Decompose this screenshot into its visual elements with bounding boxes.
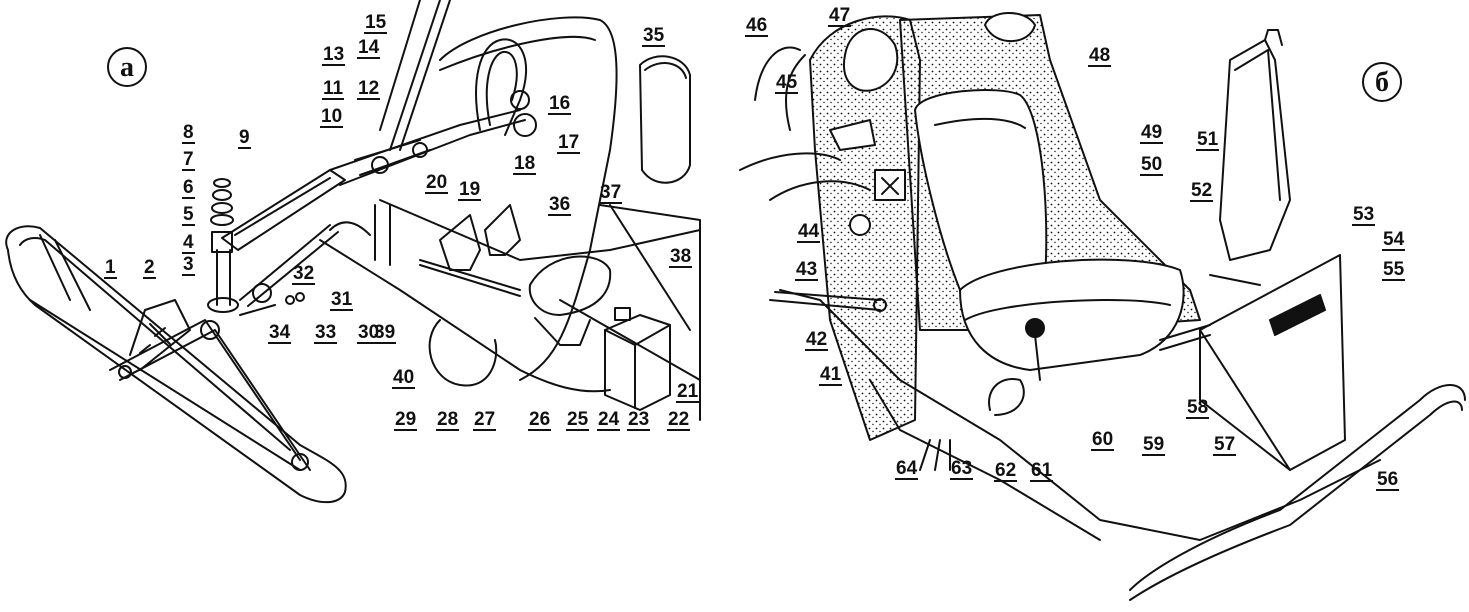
callout-label-7: 7 xyxy=(182,149,195,171)
callout-label-22: 22 xyxy=(667,409,691,431)
panel-letter-a: а xyxy=(107,47,147,87)
callout-label-53: 53 xyxy=(1352,204,1376,226)
callout-label-44: 44 xyxy=(797,221,821,243)
callout-label-52: 52 xyxy=(1190,180,1214,202)
left-ski-assembly xyxy=(5,225,347,504)
callout-label-38: 38 xyxy=(669,246,693,268)
callout-label-54: 54 xyxy=(1382,229,1406,251)
callout-label-24: 24 xyxy=(597,409,621,431)
callout-label-8: 8 xyxy=(182,122,195,144)
callout-label-59: 59 xyxy=(1142,434,1166,456)
callout-label-5: 5 xyxy=(182,204,195,226)
callout-label-33: 33 xyxy=(314,322,338,344)
callout-label-11: 11 xyxy=(322,78,345,100)
callout-label-17: 17 xyxy=(557,132,581,154)
callout-label-15: 15 xyxy=(364,12,388,34)
callout-label-3: 3 xyxy=(182,254,195,276)
panel-letter-b: б xyxy=(1362,62,1402,102)
callout-label-1: 1 xyxy=(104,257,117,279)
callout-label-34: 34 xyxy=(268,322,292,344)
callout-label-13: 13 xyxy=(322,44,346,66)
callout-label-63: 63 xyxy=(950,458,974,480)
callout-label-40: 40 xyxy=(392,367,416,389)
callout-label-64: 64 xyxy=(895,458,919,480)
callout-label-10: 10 xyxy=(320,106,344,128)
callout-label-23: 23 xyxy=(627,409,651,431)
callout-label-27: 27 xyxy=(473,409,497,431)
callout-label-20: 20 xyxy=(425,172,449,194)
callout-label-19: 19 xyxy=(458,179,482,201)
callout-label-26: 26 xyxy=(528,409,552,431)
callout-label-9: 9 xyxy=(238,127,251,149)
callout-label-62: 62 xyxy=(994,460,1018,482)
right-cockpit-assembly xyxy=(739,12,1466,601)
callout-label-43: 43 xyxy=(795,259,819,281)
left-body-frame xyxy=(239,0,701,421)
callout-label-45: 45 xyxy=(775,72,799,94)
callout-label-51: 51 xyxy=(1196,129,1220,151)
callout-label-30: 30 xyxy=(357,322,381,344)
callout-label-61: 61 xyxy=(1030,460,1054,482)
callout-label-55: 55 xyxy=(1382,259,1406,281)
callout-label-6: 6 xyxy=(182,177,195,199)
callout-label-58: 58 xyxy=(1186,397,1210,419)
callout-label-57: 57 xyxy=(1213,434,1237,456)
callout-label-14: 14 xyxy=(357,37,381,59)
callout-label-56: 56 xyxy=(1376,469,1400,491)
callout-label-36: 36 xyxy=(548,194,572,216)
callout-label-42: 42 xyxy=(805,329,829,351)
callout-label-29: 29 xyxy=(394,409,418,431)
left-steering-column xyxy=(207,109,526,313)
callout-label-31: 31 xyxy=(330,289,354,311)
callout-label-47: 47 xyxy=(828,5,852,27)
callout-label-39: 39 xyxy=(373,322,397,344)
callout-label-12: 12 xyxy=(357,78,381,100)
callout-label-35: 35 xyxy=(642,25,666,47)
callout-label-4: 4 xyxy=(182,232,195,254)
callout-label-25: 25 xyxy=(566,409,590,431)
callout-label-37: 37 xyxy=(599,182,623,204)
callout-label-2: 2 xyxy=(143,257,156,279)
callout-label-28: 28 xyxy=(436,409,460,431)
callout-label-16: 16 xyxy=(548,93,572,115)
callout-label-32: 32 xyxy=(292,263,316,285)
callout-label-46: 46 xyxy=(745,15,769,37)
callout-label-18: 18 xyxy=(513,153,537,175)
callout-label-48: 48 xyxy=(1088,45,1112,67)
callout-label-41: 41 xyxy=(819,364,843,386)
callout-label-60: 60 xyxy=(1091,429,1115,451)
callout-label-49: 49 xyxy=(1140,122,1164,144)
callout-label-21: 21 xyxy=(676,381,700,403)
callout-label-50: 50 xyxy=(1140,154,1164,176)
